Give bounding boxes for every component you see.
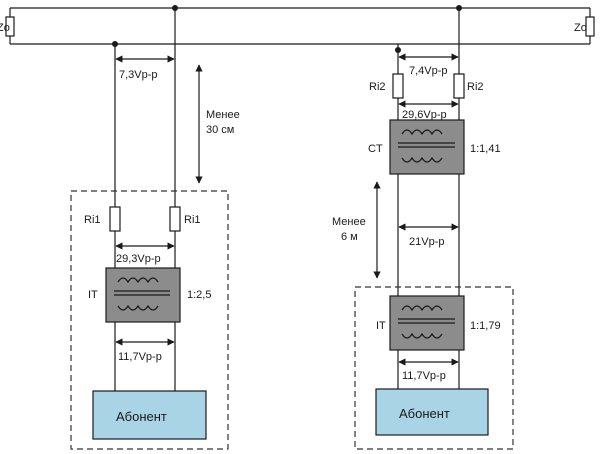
right-distance-label-2: 6 м — [341, 231, 358, 243]
zo-right-label: Zo — [574, 22, 587, 34]
ri2-right-resistor — [453, 73, 465, 99]
main-line — [9, 7, 591, 45]
right-low-voltage-label: 11,7Vp-p — [402, 370, 446, 382]
left-low-voltage-label: 11,7Vp-p — [118, 351, 162, 363]
left-voltage-line-label: 7,3Vp-p — [119, 69, 158, 81]
right-branch-wires — [397, 8, 460, 389]
left-distance-label-1: Менее — [206, 109, 240, 121]
left-it-label: IT — [88, 289, 98, 301]
right-ct-label: CT — [368, 143, 383, 155]
right-ct-ratio: 1:1,41 — [470, 143, 501, 155]
left-subscriber-box — [92, 390, 207, 440]
ri1-right-label: Ri1 — [184, 214, 201, 226]
right-voltage-line-label: 7,4Vp-p — [409, 65, 448, 77]
left-branch-wires — [114, 8, 176, 391]
right-subscriber-label: Абонент — [399, 406, 450, 421]
zo-left-resistor — [5, 16, 15, 37]
ri1-right-resistor — [169, 206, 181, 232]
ri2-left-label: Ri2 — [369, 81, 386, 93]
ri1-left-resistor — [109, 206, 121, 232]
left-mid-voltage-label: 29,3Vp-p — [116, 253, 161, 265]
right-it-ratio: 1:1,79 — [470, 320, 501, 332]
left-it-transformer — [105, 267, 181, 323]
left-it-ratio: 1:2,5 — [187, 289, 211, 301]
left-dashed-box — [70, 190, 229, 450]
right-subscriber-box — [375, 388, 489, 436]
ri1-left-label: Ri1 — [84, 214, 101, 226]
left-subscriber-label: Абонент — [116, 409, 167, 424]
left-distance-label-2: 30 см — [206, 124, 234, 136]
ri2-left-resistor — [392, 73, 404, 99]
right-it-label: IT — [376, 320, 386, 332]
right-it-transformer — [389, 295, 465, 351]
zo-right-resistor — [585, 16, 595, 37]
zo-left-label: Zo — [0, 22, 10, 34]
right-ct-transformer — [389, 119, 465, 175]
ri2-right-label: Ri2 — [467, 81, 484, 93]
right-distance-label-1: Менее — [332, 216, 366, 228]
right-ct-voltage-label: 29,6Vp-p — [402, 109, 447, 121]
right-cable-voltage-label: 21Vp-p — [409, 236, 444, 248]
